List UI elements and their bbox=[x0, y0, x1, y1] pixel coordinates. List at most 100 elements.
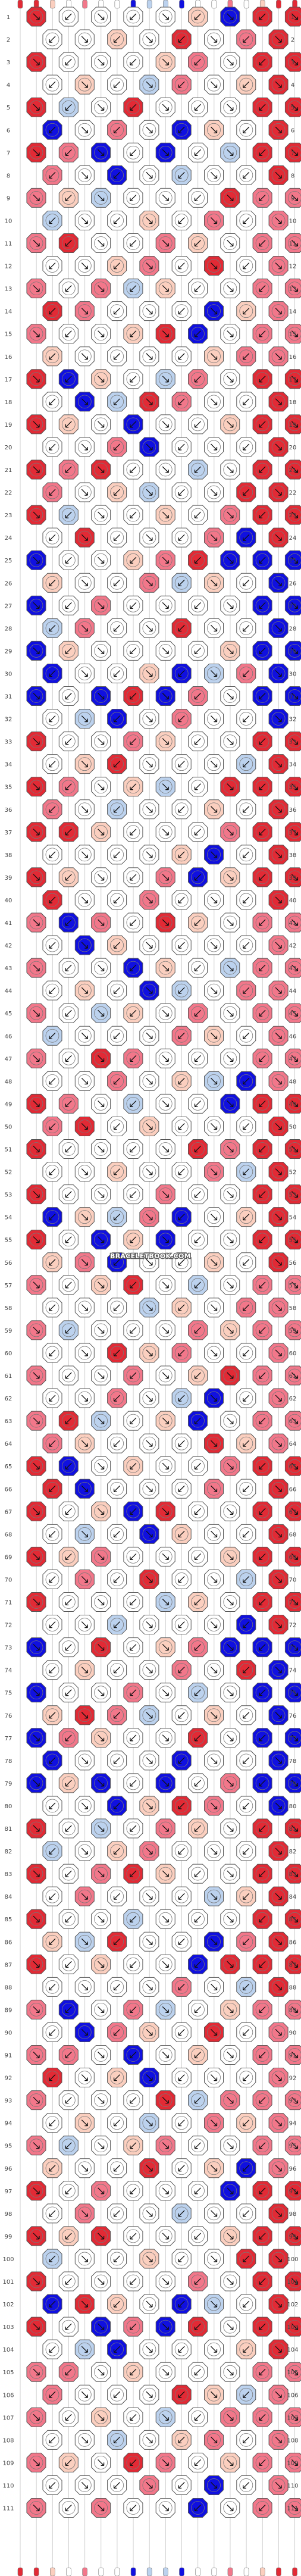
knot bbox=[236, 29, 256, 49]
knot bbox=[236, 2203, 256, 2224]
row-number-right: 38 bbox=[289, 852, 297, 859]
knot bbox=[42, 1071, 62, 1091]
knot bbox=[139, 890, 159, 910]
knot bbox=[284, 958, 301, 978]
knot bbox=[171, 2113, 192, 2133]
knot bbox=[123, 1909, 143, 1929]
knot bbox=[74, 29, 95, 49]
knot bbox=[42, 2475, 62, 2495]
row-number-right: 100 bbox=[287, 2256, 298, 2263]
knot bbox=[123, 2316, 143, 2337]
row-number-left: 61 bbox=[5, 1373, 12, 1380]
knot bbox=[204, 29, 224, 49]
row-number-right: 1 bbox=[291, 14, 294, 21]
row-number-right: 62 bbox=[289, 1396, 297, 1402]
row-number-right: 91 bbox=[289, 2053, 297, 2059]
knot bbox=[26, 640, 46, 661]
knot bbox=[42, 301, 62, 321]
knot bbox=[188, 1954, 208, 1974]
knot bbox=[188, 1320, 208, 1340]
knot bbox=[204, 2158, 224, 2178]
knot bbox=[252, 958, 272, 978]
knot bbox=[220, 640, 240, 661]
knot bbox=[236, 1343, 256, 1363]
knot bbox=[26, 52, 46, 72]
knot bbox=[74, 392, 95, 412]
knot bbox=[268, 527, 289, 548]
knot bbox=[26, 1592, 46, 1612]
knot bbox=[155, 1864, 175, 1884]
knot bbox=[155, 369, 175, 389]
knot bbox=[42, 935, 62, 955]
knot bbox=[42, 1796, 62, 1816]
knot bbox=[204, 980, 224, 1001]
knot bbox=[204, 2022, 224, 2042]
knot bbox=[155, 2498, 175, 2518]
row-number-right: 87 bbox=[289, 1962, 297, 1968]
row-number-right: 23 bbox=[289, 512, 297, 519]
knot bbox=[252, 2316, 272, 2337]
knot bbox=[188, 414, 208, 434]
knot bbox=[268, 1026, 289, 1046]
row-number-right: 56 bbox=[289, 1260, 297, 1267]
knot bbox=[204, 754, 224, 774]
knot bbox=[155, 867, 175, 887]
knot bbox=[74, 618, 95, 638]
knot bbox=[171, 845, 192, 865]
knot bbox=[139, 2249, 159, 2269]
row-number-right: 6 bbox=[291, 127, 294, 134]
row-number-left: 96 bbox=[5, 2166, 12, 2172]
knot bbox=[91, 2226, 111, 2246]
row-number-left: 32 bbox=[5, 717, 12, 723]
knot bbox=[107, 1252, 127, 1273]
knot bbox=[58, 1003, 79, 1023]
knot bbox=[268, 120, 289, 140]
knot bbox=[220, 1230, 240, 1250]
knot bbox=[236, 754, 256, 774]
knot bbox=[91, 1909, 111, 1929]
knot bbox=[139, 1252, 159, 1273]
knot bbox=[91, 867, 111, 887]
knot bbox=[204, 2430, 224, 2450]
knot bbox=[220, 912, 240, 933]
row-number-right: 25 bbox=[289, 558, 297, 564]
knot bbox=[139, 1750, 159, 1771]
knot bbox=[74, 1660, 95, 1680]
string-tail bbox=[98, 2567, 104, 2576]
knot bbox=[220, 2136, 240, 2156]
knot bbox=[26, 1003, 46, 1023]
knot bbox=[171, 1478, 192, 1499]
knot bbox=[252, 1909, 272, 1929]
knot bbox=[42, 2384, 62, 2405]
knot bbox=[123, 1637, 143, 1658]
row-number-left: 16 bbox=[5, 354, 12, 361]
knot bbox=[139, 1931, 159, 1952]
knot bbox=[204, 74, 224, 95]
knot bbox=[155, 505, 175, 525]
knot bbox=[139, 120, 159, 140]
knot bbox=[58, 1683, 79, 1703]
knot bbox=[204, 2203, 224, 2224]
knot bbox=[91, 2452, 111, 2472]
knot bbox=[236, 1660, 256, 1680]
knot bbox=[42, 2430, 62, 2450]
knot bbox=[204, 527, 224, 548]
knot bbox=[107, 1977, 127, 1997]
knot bbox=[107, 1298, 127, 1318]
knot bbox=[171, 573, 192, 593]
knot bbox=[252, 1546, 272, 1567]
knot bbox=[42, 1207, 62, 1227]
string-tail bbox=[114, 2567, 120, 2576]
knot bbox=[252, 2090, 272, 2111]
knot bbox=[284, 324, 301, 344]
knot bbox=[188, 595, 208, 615]
knot bbox=[236, 2022, 256, 2042]
knot bbox=[252, 1048, 272, 1068]
knot bbox=[58, 2316, 79, 2337]
row-number-right: 111 bbox=[287, 2506, 298, 2512]
knot bbox=[107, 935, 127, 955]
knot bbox=[188, 2181, 208, 2201]
knot bbox=[204, 709, 224, 729]
knot bbox=[58, 142, 79, 162]
knot bbox=[26, 958, 46, 978]
